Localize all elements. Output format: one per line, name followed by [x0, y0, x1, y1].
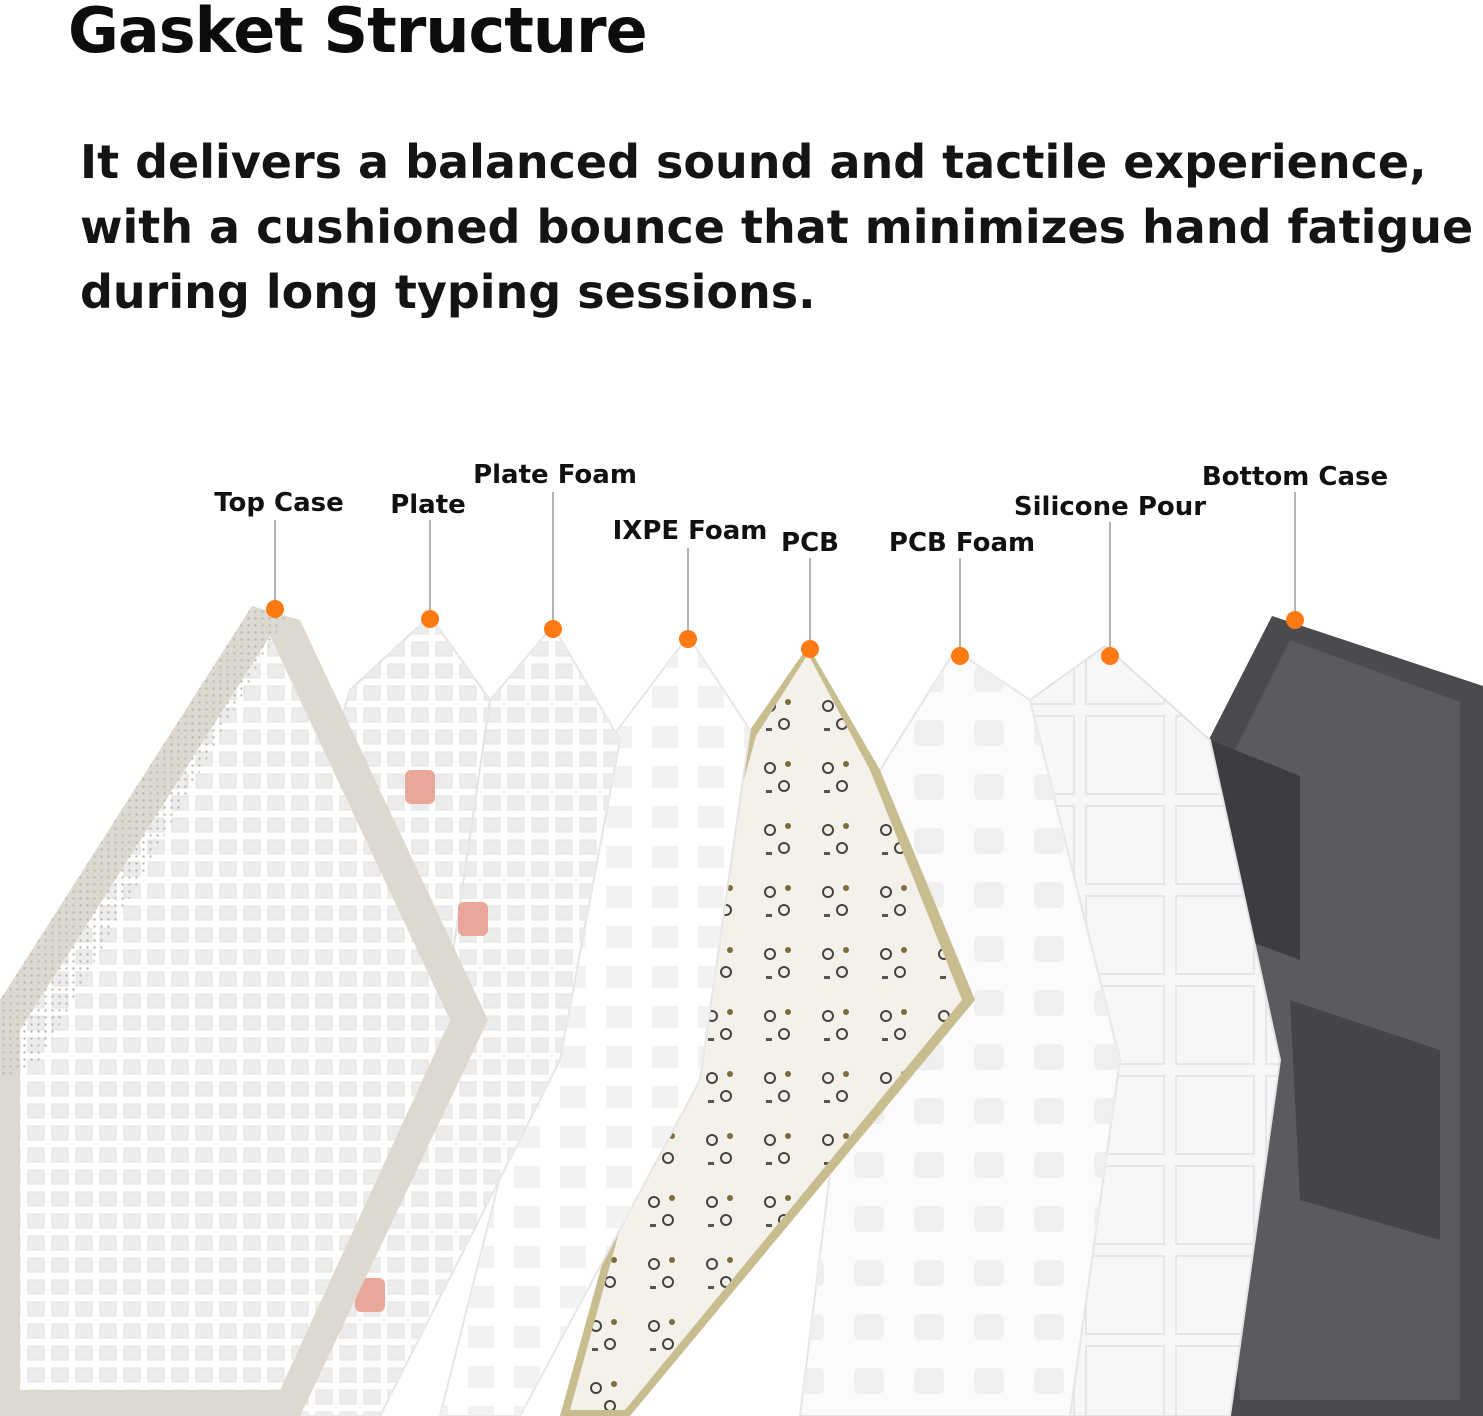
leader-lines	[274, 492, 1296, 654]
marker-top-case	[266, 600, 284, 618]
description-line-1: It delivers a balanced sound and tactile…	[80, 135, 1427, 189]
marker-ixpe-foam	[679, 630, 697, 648]
layer-labels: Top Case Plate Plate Foam IXPE Foam PCB …	[214, 460, 1388, 558]
marker-plate	[421, 610, 439, 628]
label-silicone-pour: Silicone Pour	[1014, 492, 1206, 522]
label-plate-foam: Plate Foam	[473, 460, 637, 490]
label-bottom-case: Bottom Case	[1202, 462, 1388, 492]
label-pcb-foam: PCB Foam	[889, 528, 1035, 558]
page-title: Gasket Structure	[68, 0, 648, 67]
exploded-layer-diagram: Top Case Plate Plate Foam IXPE Foam PCB …	[0, 460, 1483, 1416]
marker-silicone-pour	[1101, 647, 1119, 665]
description-line-3: during long typing sessions.	[80, 265, 816, 319]
layer-markers	[266, 600, 1304, 665]
description: It delivers a balanced sound and tactile…	[80, 130, 1474, 325]
label-pcb: PCB	[781, 528, 839, 558]
top-case-layer	[0, 606, 488, 1416]
label-top-case: Top Case	[214, 488, 344, 518]
description-line-2: with a cushioned bounce that minimizes h…	[80, 200, 1474, 254]
marker-bottom-case	[1286, 611, 1304, 629]
label-plate: Plate	[390, 490, 466, 520]
marker-plate-foam	[544, 620, 562, 638]
pcb-layer	[560, 646, 975, 1416]
label-ixpe-foam: IXPE Foam	[613, 516, 768, 546]
marker-pcb-foam	[951, 647, 969, 665]
marker-pcb	[801, 640, 819, 658]
